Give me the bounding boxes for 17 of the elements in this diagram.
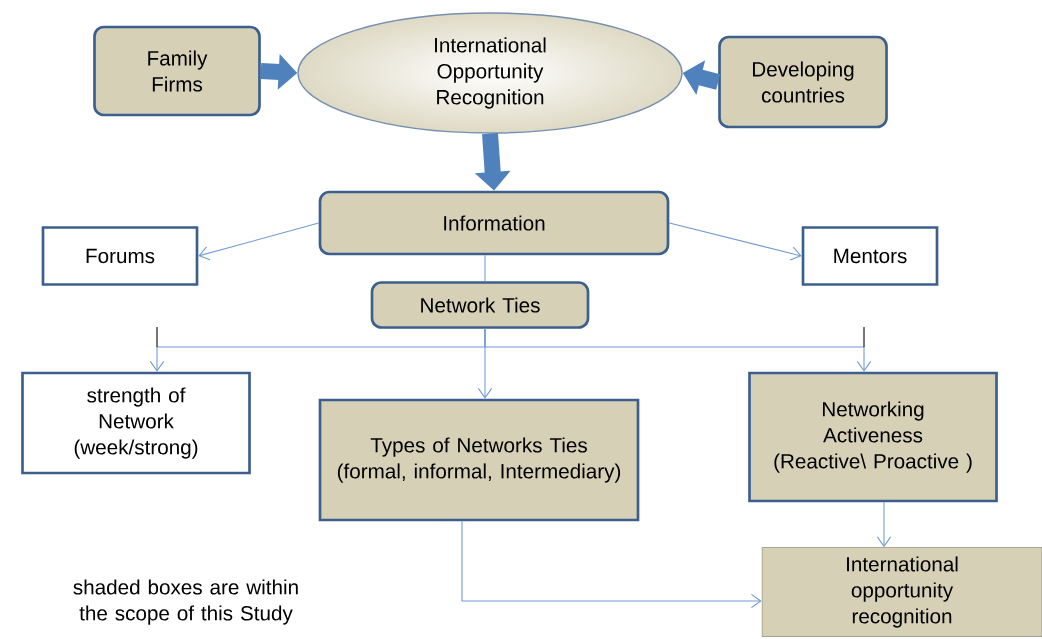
- process-box: Family Firms: [93, 25, 261, 117]
- process-box: Information: [318, 190, 670, 256]
- process-box: Network Ties: [370, 281, 590, 329]
- arrow: [461, 520, 762, 609]
- connector-line: [484, 254, 486, 282]
- arrow: [198, 222, 320, 261]
- note-text: shaded boxes are within the scope of this Study: [73, 579, 298, 625]
- arrow: [668, 222, 802, 261]
- arrow: [484, 328, 872, 372]
- process-box: Networking Activeness (Reactive\ Proactive ): [748, 371, 998, 503]
- text-box: strength of Network (week/strong): [21, 371, 251, 475]
- arrow: [876, 501, 892, 548]
- process-box: Types of Networks Ties (formal, informal, Intermediary): [318, 398, 640, 522]
- process-box: Developing countries: [718, 35, 888, 129]
- text-box: Mentors: [801, 226, 939, 286]
- outcome-box: International opportunity recognition: [761, 547, 1042, 637]
- text-box: Forums: [41, 226, 199, 286]
